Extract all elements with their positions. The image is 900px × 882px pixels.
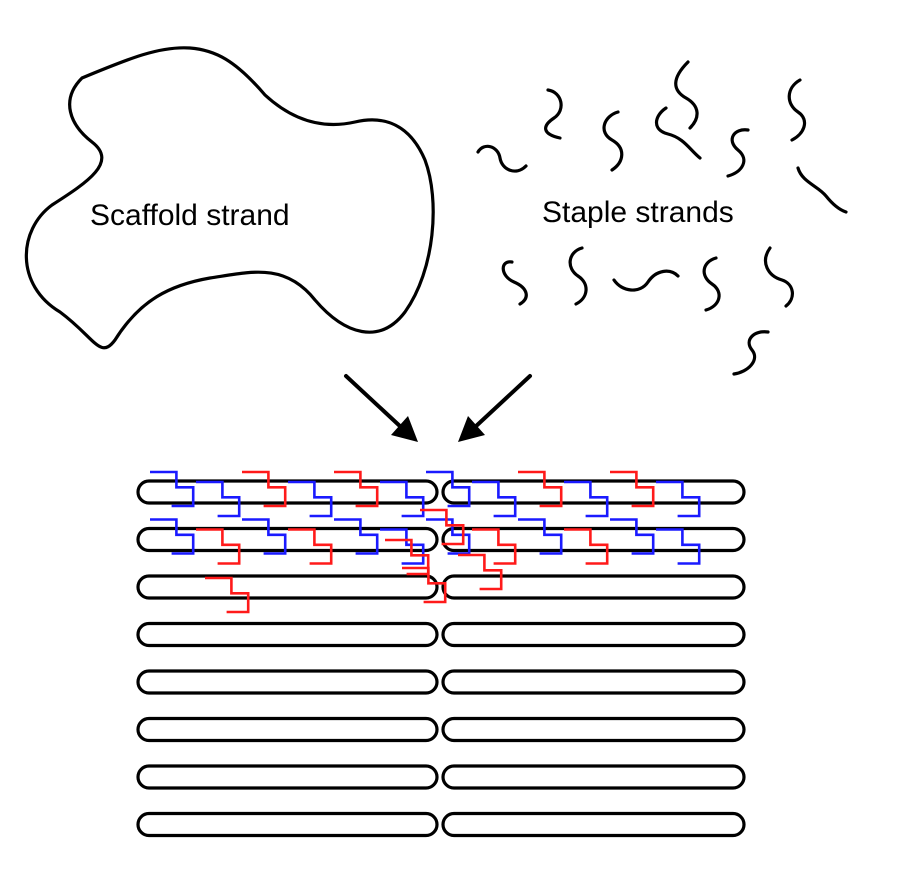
staple-tile	[205, 576, 250, 614]
origami-staples	[150, 470, 701, 614]
origami-row-right-half	[441, 811, 746, 838]
staple-strands-group	[476, 60, 848, 376]
origami-row-left-half	[136, 574, 439, 600]
arrow-right-head	[458, 416, 485, 442]
origami-row-left-half	[136, 811, 439, 838]
scaffold-strand-loop	[24, 46, 435, 350]
arrow-right-shaft	[472, 374, 532, 430]
staple-strand	[702, 256, 721, 312]
staple-tile	[518, 470, 563, 508]
staple-tile	[380, 528, 425, 565]
staple-strand	[501, 260, 528, 306]
origami-row-right-half	[441, 526, 746, 553]
staple-strand	[544, 88, 563, 140]
staple-tile	[564, 480, 609, 518]
staple-tile	[426, 470, 471, 508]
staple-tile	[656, 528, 701, 565]
staple-tile	[610, 470, 655, 508]
origami-row-right-half	[441, 669, 746, 695]
scaffold-label: Scaffold strand	[90, 199, 290, 232]
origami-row-left-half	[136, 479, 439, 505]
staple-tile	[380, 480, 425, 518]
staple-strand	[654, 106, 702, 160]
staple-tile	[472, 480, 517, 518]
arrow-left-head	[391, 416, 418, 442]
staple-tile	[458, 553, 503, 591]
staple-strand	[568, 246, 588, 306]
staple-tile	[610, 518, 655, 555]
staple-strand	[602, 110, 624, 172]
staple-strand	[476, 144, 528, 173]
origami-row-right-half	[441, 479, 746, 505]
origami-row-right-half	[441, 716, 746, 743]
origami-rows	[136, 479, 746, 838]
staple-strand	[674, 60, 699, 130]
origami-row-right-half	[441, 764, 746, 790]
staple-strand	[796, 166, 848, 214]
staple-tile	[564, 528, 609, 565]
staple-strand	[764, 246, 794, 308]
staple-tile	[196, 528, 241, 565]
staple-tile	[518, 518, 563, 555]
staple-tile	[334, 470, 379, 508]
staple-tile	[402, 566, 447, 604]
staple-tile	[242, 470, 287, 508]
origami-row-left-half	[136, 669, 439, 695]
staple-tile	[426, 518, 471, 555]
origami-row-left-half	[136, 716, 439, 743]
staple-tile	[288, 480, 333, 518]
assembly-arrows	[344, 374, 532, 442]
arrow-left-shaft	[344, 374, 404, 430]
staple-strand	[732, 330, 770, 376]
staple-tile	[242, 518, 287, 555]
origami-row-right-half	[441, 574, 746, 600]
staple-tile	[656, 480, 701, 518]
staple-tile	[472, 528, 517, 565]
origami-row-left-half	[136, 764, 439, 790]
staple-tile	[196, 480, 241, 518]
staple-strand	[726, 128, 750, 178]
origami-row-right-half	[441, 621, 746, 648]
staple-tile	[420, 508, 465, 546]
origami-row-left-half	[136, 621, 439, 648]
staple-tile	[385, 538, 430, 576]
origami-row-left-half	[136, 526, 439, 553]
staples-label: Staple strands	[542, 196, 734, 229]
staple-tile	[288, 528, 333, 565]
staple-tile	[150, 470, 195, 508]
staple-tile	[150, 518, 195, 555]
staple-strand	[787, 78, 807, 142]
staple-strand	[612, 269, 680, 292]
staple-tile	[334, 518, 379, 555]
